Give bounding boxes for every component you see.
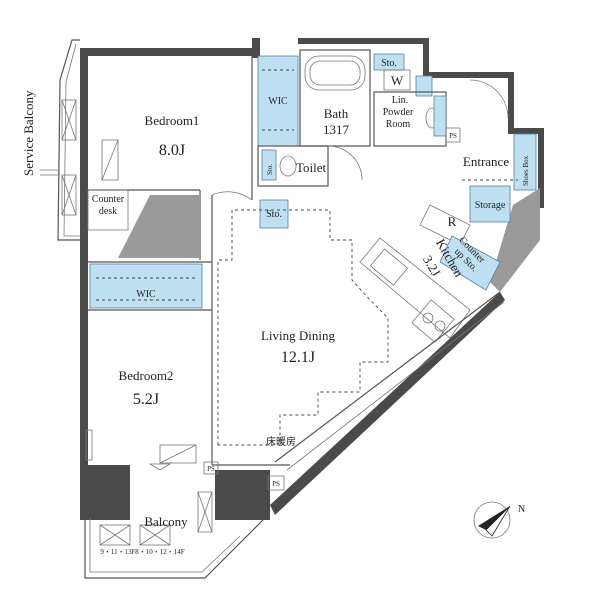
bedroom2-name: Bedroom2 [119, 368, 174, 383]
service-balcony-label: Service Balcony [21, 90, 36, 176]
washer-label: W [391, 73, 404, 88]
balcony-floors-right: 8・10・12・14F [135, 548, 184, 556]
wic-upper-label: WIC [268, 96, 288, 107]
outer-walls [80, 38, 544, 520]
counter-desk-label: Counter [92, 194, 125, 205]
bedroom1-name: Bedroom1 [145, 113, 200, 128]
bath-size: 1317 [323, 122, 350, 137]
balcony [84, 491, 266, 579]
shoes-box-label: Shoes Box [522, 155, 530, 186]
lin-label: Lin. [392, 95, 408, 106]
floor-heating-label: 床暖房 [266, 435, 296, 448]
north-label: N [518, 504, 525, 515]
living-size: 12.1J [281, 349, 315, 366]
toilet [257, 145, 363, 187]
bedroom2-size: 5.2J [133, 391, 159, 408]
living-dining [159, 195, 505, 471]
refrigerator-label: R [448, 214, 457, 229]
entrance-label: Entrance [463, 154, 509, 169]
balcony-label: Balcony [144, 514, 188, 529]
service-balcony [40, 39, 80, 241]
kitchen [359, 204, 501, 343]
sto-toilet-label: Sto. [266, 164, 274, 175]
ps-balcony-label: PS [272, 480, 280, 488]
toilet-label: Toilet [296, 160, 327, 175]
bath-name: Bath [324, 106, 349, 121]
powder-room-label: Powder [383, 107, 414, 118]
bath [299, 49, 371, 147]
bedroom2 [85, 261, 212, 471]
bedroom1-size: 8.0J [159, 142, 185, 159]
wic-upper [257, 55, 299, 147]
living-name: Living Dining [261, 328, 336, 343]
wic-lower-label: WIC [136, 289, 156, 300]
ps-living-label: PS [207, 465, 215, 473]
kitchen-size: 3.2J [420, 253, 444, 279]
ps-top-label: PS [449, 132, 457, 140]
storage-label: Storage [475, 200, 506, 211]
balcony-floors-left: 9・11・13F [100, 548, 135, 556]
counter-desk-label-2: desk [99, 206, 117, 217]
sto-hall-label: Sto. [266, 209, 282, 220]
sto-bath-label: Sto. [381, 58, 397, 69]
north-arrow-icon [473, 501, 511, 539]
entrance [462, 79, 537, 223]
powder-room-label-2: Room [386, 119, 411, 130]
